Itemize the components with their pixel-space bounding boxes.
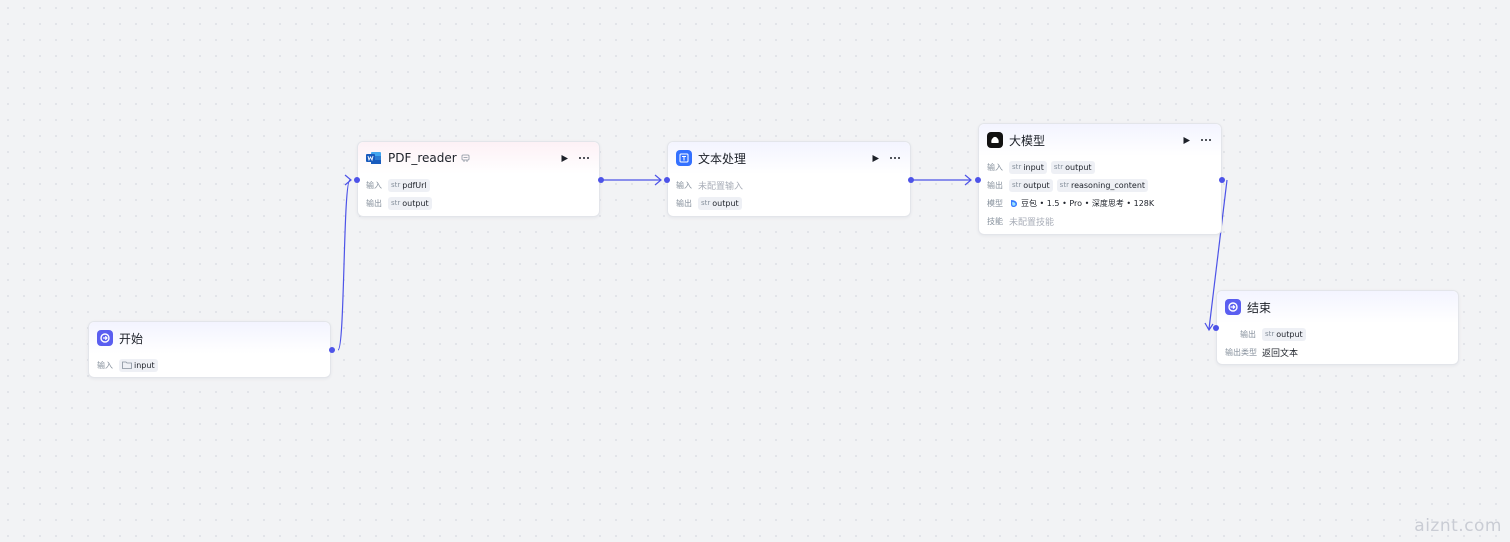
more-icon[interactable] [1199,133,1213,147]
arrow-pdf [344,174,352,186]
node-start[interactable]: 开始 输入 input [88,321,331,378]
doubao-icon [1009,199,1018,208]
skill-value: 未配置技能 [1009,217,1055,228]
skill-label: 技能 [987,216,1003,226]
node-title: 大模型 [1009,133,1046,148]
run-icon[interactable] [868,151,882,165]
port-text-out[interactable] [908,177,914,183]
arrow-text [654,174,662,186]
port-llm-in[interactable] [975,177,981,183]
skill-row: 技能 未配置技能 [987,212,1213,230]
word-doc-icon [366,150,382,166]
output-label: 输出 [366,198,382,208]
output-label: 输出 [676,198,692,208]
node-header: 大模型 [979,124,1221,156]
start-icon [97,330,113,346]
input-label: 输入 [366,180,382,190]
edge-start-to-pdf [337,179,351,351]
more-icon[interactable] [888,151,902,165]
input-label: 输入 [987,162,1003,172]
node-header: PDF_reader [358,142,599,174]
input-label: 输入 [97,360,113,370]
node-title: 开始 [119,331,144,346]
node-title: 文本处理 [698,151,747,166]
node-header: 结束 [1217,291,1458,323]
model-label: 模型 [987,198,1003,208]
text-process-icon [676,150,692,166]
port-end-in[interactable] [1213,325,1219,331]
plugin-badge-icon [461,154,470,163]
output-type-row: 输出类型 返回文本 [1225,343,1450,361]
output-type-value: 返回文本 [1262,348,1299,359]
output-label: 输出 [987,180,1003,190]
output-type-label: 输出类型 [1225,347,1257,357]
model-value: 豆包 • 1.5 • Pro • 深度思考 • 128K [1021,198,1155,208]
port-start-out[interactable] [329,347,335,353]
run-icon[interactable] [1179,133,1193,147]
input-value: 未配置输入 [698,181,744,192]
output-label: 输出 [1240,329,1256,339]
port-text-in[interactable] [664,177,670,183]
node-header: 文本处理 [668,142,910,174]
llm-model-icon [987,132,1003,148]
end-icon [1225,299,1241,315]
input-chip: input [119,358,158,372]
folder-icon [122,361,132,369]
input-label: 输入 [676,180,692,190]
node-title: 结束 [1247,300,1272,315]
arrow-end [1204,322,1214,332]
node-title: PDF_reader [388,151,457,165]
more-icon[interactable] [577,151,591,165]
watermark: aiznt.com [1414,516,1502,536]
node-header: 开始 [89,322,330,354]
arrow-llm [964,174,972,186]
port-pdf-out[interactable] [598,177,604,183]
port-pdf-in[interactable] [354,177,360,183]
model-row: 模型 豆包 • 1.5 • Pro • 深度思考 • 128K [987,194,1213,212]
run-icon[interactable] [557,151,571,165]
input-row: 输入 input [97,356,322,374]
input-row: 输入 未配置输入 [676,176,902,194]
port-llm-out[interactable] [1219,177,1225,183]
